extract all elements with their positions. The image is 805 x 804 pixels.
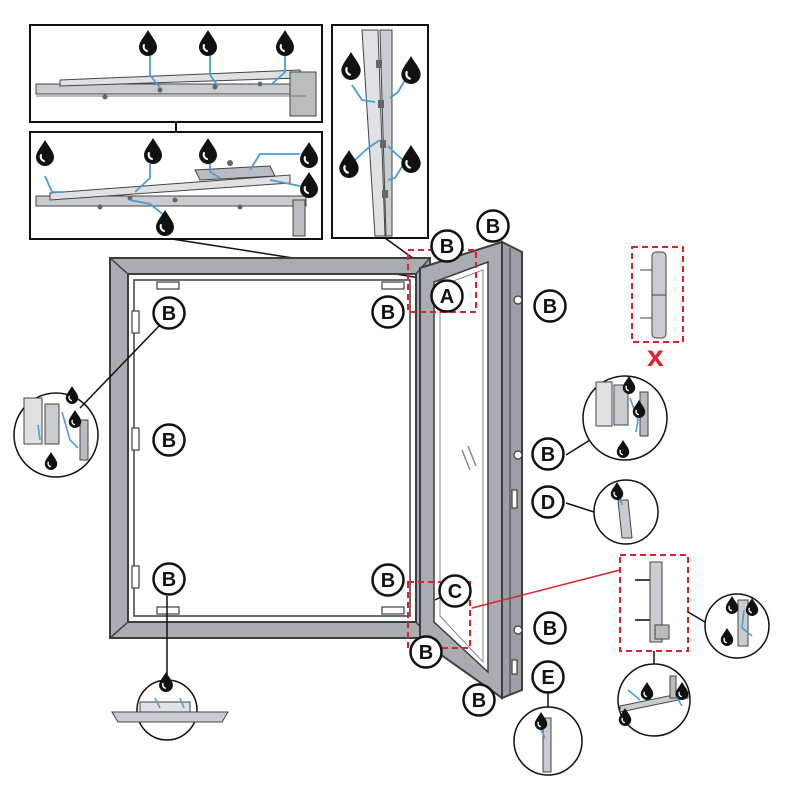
detail-circle-right-lower (704, 593, 770, 659)
window-sash (419, 240, 523, 700)
svg-text:B: B (440, 236, 454, 258)
zone-bottom-corner (407, 581, 471, 649)
label-B: B (462, 683, 496, 717)
svg-text:B: B (419, 642, 433, 664)
label-B: B (152, 562, 186, 596)
cross-mark-icon: x (647, 340, 664, 373)
label-B: B (533, 611, 567, 645)
detail-vertical-fitting (331, 24, 429, 239)
svg-text:B: B (472, 690, 486, 712)
label-B: B (152, 296, 186, 330)
svg-text:E: E (541, 667, 554, 689)
detail-circle-bottom-hinge (617, 663, 691, 737)
label-C: C (438, 574, 472, 608)
svg-text:B: B (543, 296, 557, 318)
svg-text:B: B (381, 302, 395, 324)
label-D: D (531, 485, 565, 519)
detail-circle-right-upper (582, 375, 668, 461)
label-A: A (430, 279, 464, 313)
label-B: B (409, 635, 443, 669)
oil-drop-icon (158, 672, 174, 692)
label-B: B (531, 437, 565, 471)
detail-circle-bottom-keeper (111, 672, 229, 741)
label-B: B (371, 563, 405, 597)
svg-text:A: A (440, 286, 454, 308)
oil-drop-icon (65, 386, 79, 404)
hinge-not-allowed: x (631, 246, 684, 373)
window-frame (109, 257, 431, 639)
svg-text:D: D (541, 492, 555, 514)
label-B: B (152, 423, 186, 457)
detail-circle-d (593, 479, 659, 545)
svg-text:B: B (162, 303, 176, 325)
label-B: B (371, 295, 405, 329)
svg-text:B: B (162, 430, 176, 452)
svg-text:B: B (543, 618, 557, 640)
label-B: B (430, 229, 464, 263)
svg-text:B: B (162, 569, 176, 591)
svg-text:C: C (448, 581, 462, 603)
label-E: E (531, 660, 565, 694)
detail-bottom-hinge (619, 554, 706, 665)
detail-top-fitting-upper (29, 24, 323, 123)
detail-top-fitting-lower (29, 131, 323, 240)
detail-circle-left (13, 386, 99, 478)
svg-text:B: B (486, 216, 500, 238)
svg-text:B: B (381, 570, 395, 592)
svg-text:B: B (541, 444, 555, 466)
label-B: B (476, 209, 510, 243)
label-B: B (533, 289, 567, 323)
detail-circle-e (513, 706, 583, 776)
